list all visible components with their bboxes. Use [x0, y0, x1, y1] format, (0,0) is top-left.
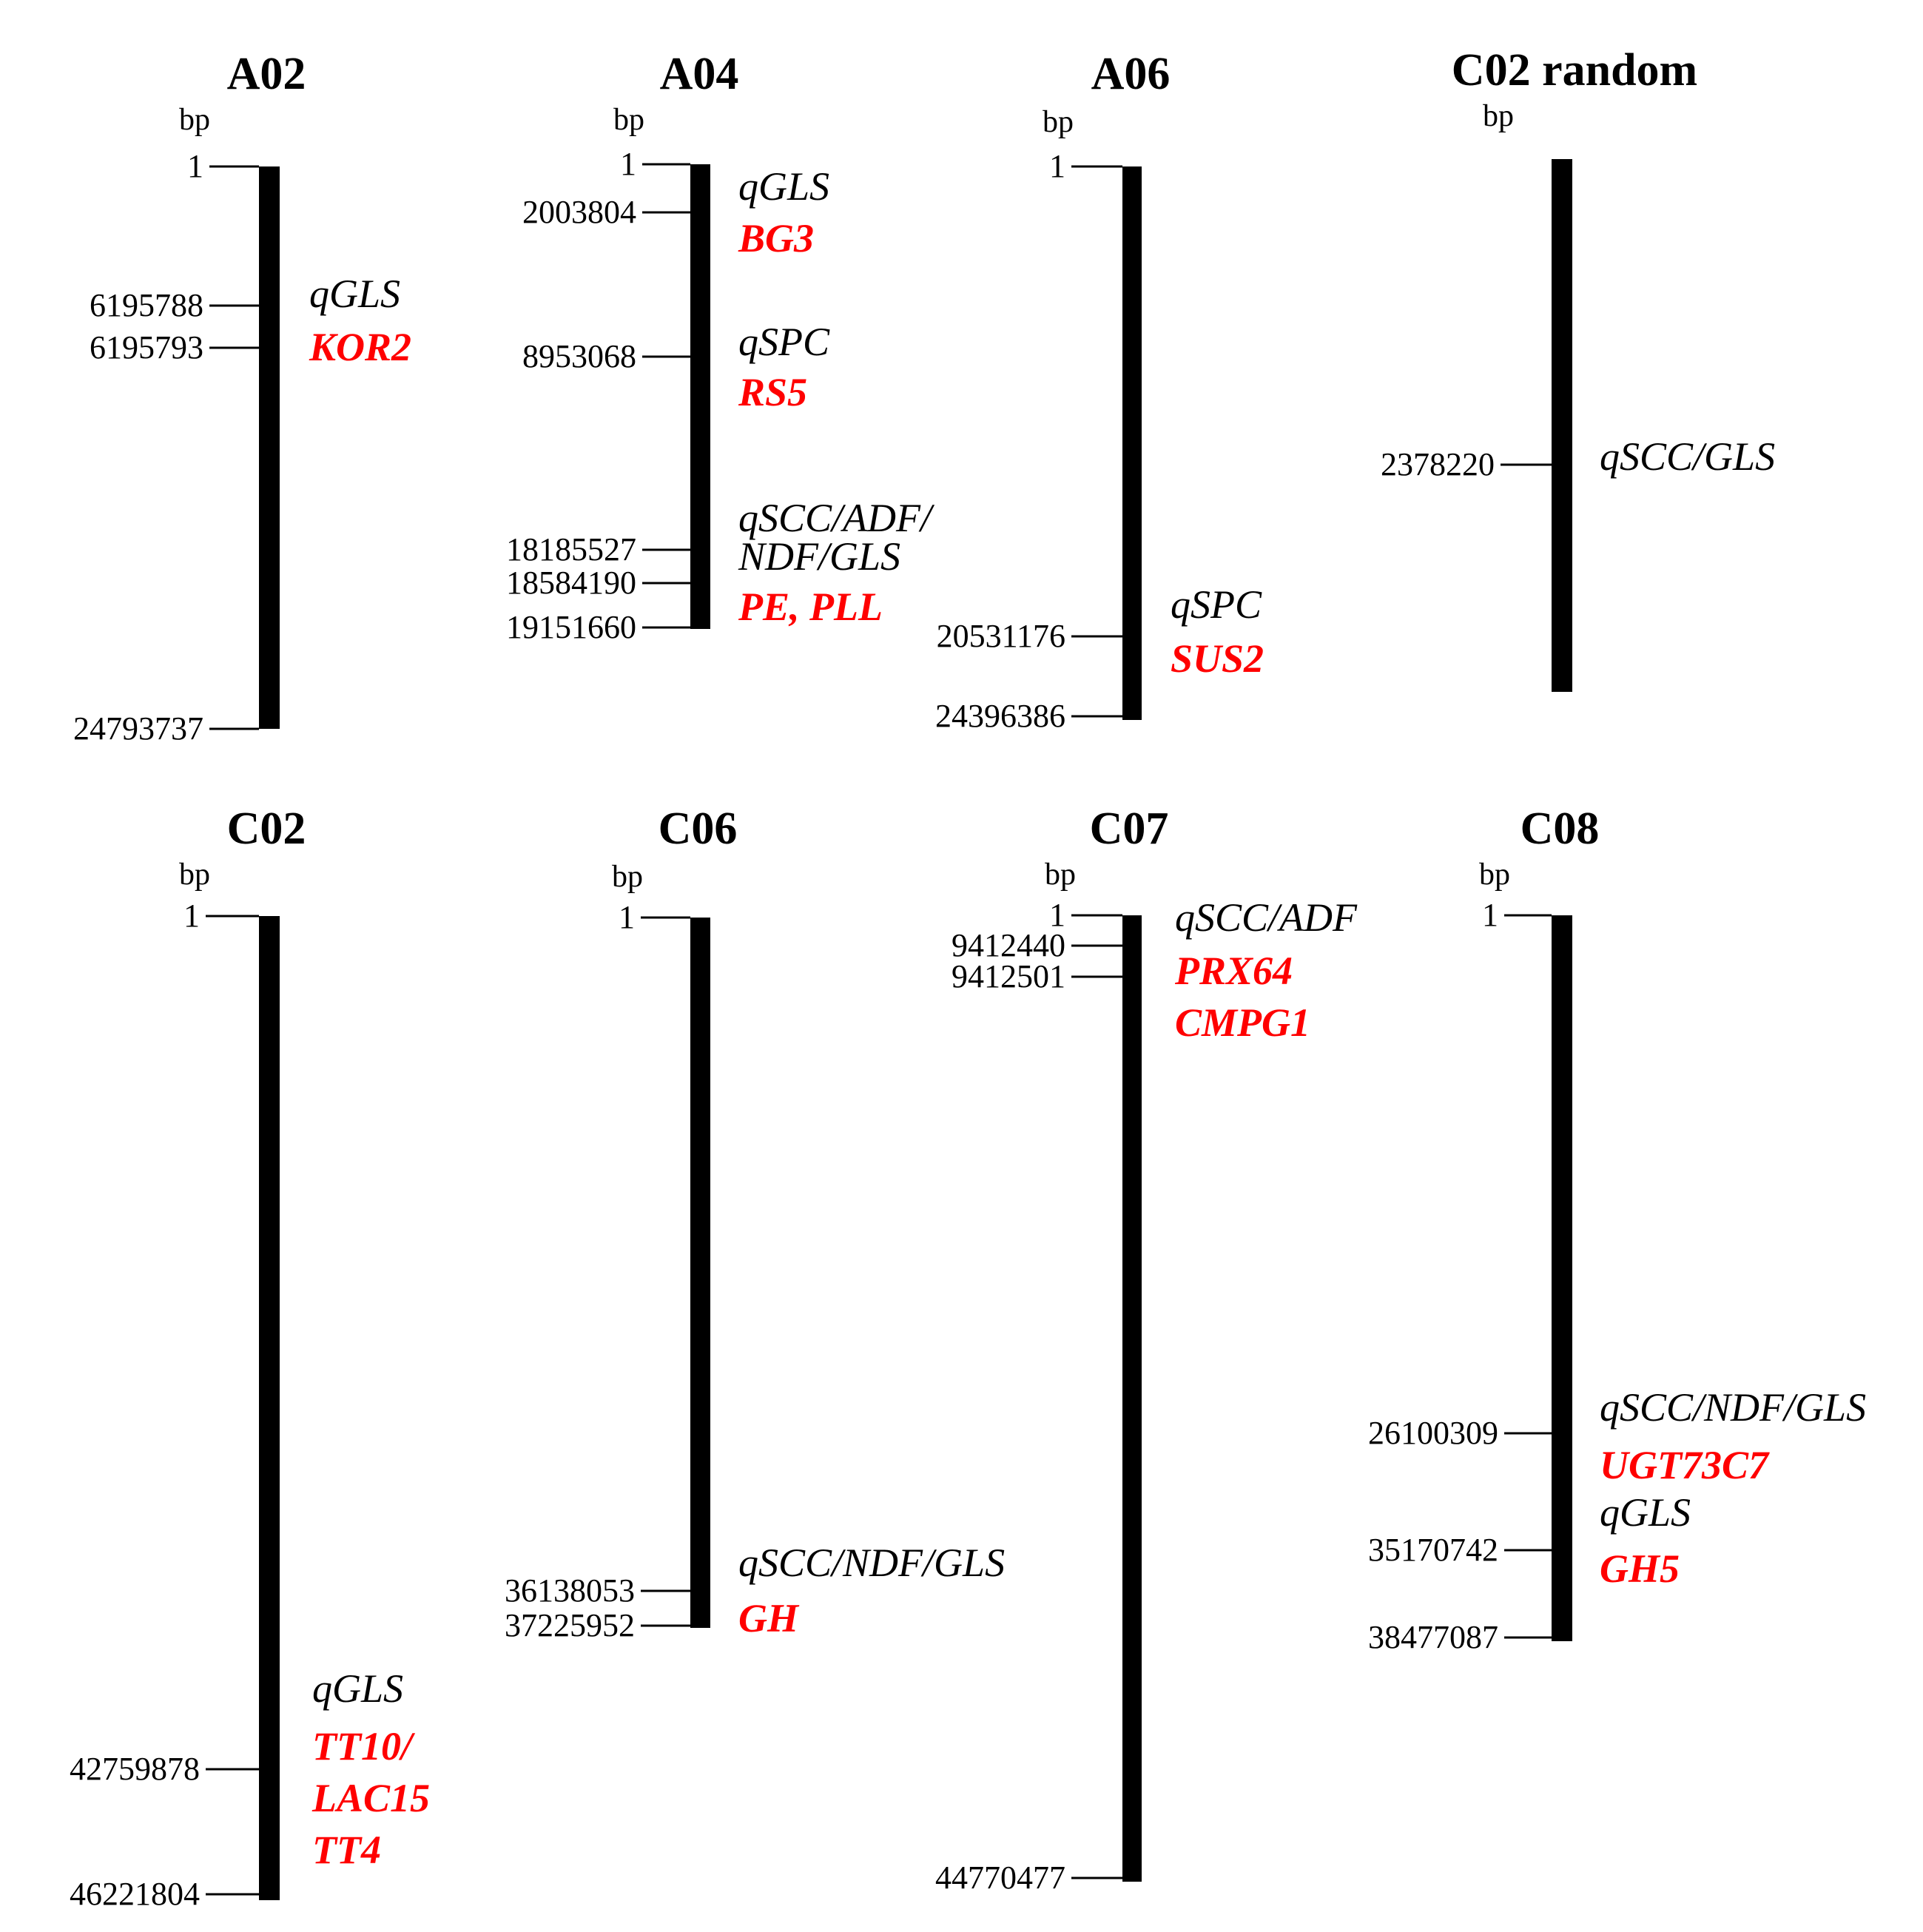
unit-label-c02: bp	[179, 858, 210, 892]
gene-label-c08-gh5: GH5	[1600, 1546, 1680, 1591]
qtl-label-c08-qscc-ndf-gls: qSCC/NDF/GLS	[1600, 1385, 1866, 1430]
marker-label-c07-9412440: 9412440	[952, 927, 1065, 963]
gene-label-c06-gh: GH	[738, 1596, 800, 1640]
gene-label-c08-ugt73c7: UGT73C7	[1600, 1443, 1770, 1487]
qtl-label-a04-qgls: qGLS	[738, 164, 829, 209]
marker-label-c07-9412501: 9412501	[952, 958, 1065, 994]
marker-label-a06-20531176: 20531176	[937, 618, 1065, 654]
chromosome-title-c02: C02	[227, 804, 306, 854]
unit-label-c08: bp	[1479, 858, 1510, 892]
qtl-label-c07-qscc-adf: qSCC/ADF	[1175, 895, 1358, 940]
marker-label-c06-37225952: 37225952	[505, 1607, 635, 1643]
gene-label-c02-tt4: TT4	[312, 1828, 381, 1872]
chromosome-title-a06: A06	[1091, 49, 1171, 99]
gene-label-c02-lac15: LAC15	[311, 1776, 430, 1820]
marker-label-a04-1: 1	[620, 146, 636, 182]
marker-label-c07-44770477: 44770477	[935, 1859, 1065, 1896]
unit-label-a02: bp	[179, 103, 210, 137]
marker-label-c02-1: 1	[183, 898, 200, 934]
marker-label-c02-42759878: 42759878	[70, 1751, 200, 1787]
marker-label-a04-18185527: 18185527	[506, 531, 636, 568]
chromosome-bar-c02-random	[1552, 159, 1572, 692]
chromosome-bar-c06	[690, 918, 710, 1628]
marker-label-a04-19151660: 19151660	[506, 609, 636, 645]
marker-label-a06-24396386: 24396386	[935, 698, 1065, 734]
gene-label-a04-bg3: BG3	[738, 216, 814, 260]
marker-label-a06-1: 1	[1049, 148, 1065, 184]
gene-label-a02-kor2: KOR2	[309, 325, 411, 369]
gene-label-c02-tt10: TT10/	[312, 1724, 416, 1768]
marker-label-c06-1: 1	[619, 899, 635, 935]
qtl-label-c06-qscc-ndf-gls: qSCC/NDF/GLS	[738, 1541, 1005, 1585]
qtl-label-a02-qgls: qGLS	[309, 272, 400, 316]
marker-label-c06-36138053: 36138053	[505, 1572, 635, 1609]
marker-label-c02-random-2378220: 2378220	[1381, 446, 1495, 482]
qtl-label-c02-qgls: qGLS	[312, 1666, 403, 1711]
chromosome-bar-a02	[259, 166, 280, 729]
unit-label-c07: bp	[1045, 858, 1076, 892]
marker-label-a04-8953068: 8953068	[522, 338, 636, 374]
chromosome-title-c08: C08	[1520, 804, 1600, 854]
qtl-label-c02-random-qscc-gls: qSCC/GLS	[1600, 434, 1775, 479]
chromosome-bar-c07	[1122, 915, 1142, 1882]
qtl-label-a06-qspc: qSPC	[1171, 582, 1262, 627]
marker-label-c02-46221804: 46221804	[70, 1876, 200, 1912]
qtl-label-a04-qspc: qSPC	[738, 320, 830, 364]
chromosome-title-a02: A02	[227, 49, 306, 99]
qtl-label-a04-qscc-adf: qSCC/ADF/	[738, 496, 935, 540]
qtl-label-c08-qgls: qGLS	[1600, 1490, 1691, 1535]
gene-label-c07-cmpg1: CMPG1	[1175, 1000, 1310, 1045]
gene-label-c07-prx64: PRX64	[1174, 949, 1293, 993]
chromosome-bar-c02	[259, 916, 280, 1900]
marker-label-c08-38477087: 38477087	[1368, 1619, 1498, 1655]
marker-label-a02-1: 1	[187, 148, 203, 184]
gene-label-a06-sus2: SUS2	[1171, 636, 1264, 681]
unit-label-a04: bp	[613, 103, 644, 137]
unit-label-c02-random: bp	[1483, 99, 1514, 133]
qtl-label-a04-ndf-gls: NDF/GLS	[738, 534, 900, 579]
chromosome-bar-c08	[1552, 915, 1572, 1641]
unit-label-a06: bp	[1043, 105, 1074, 139]
unit-label-c06: bp	[612, 860, 643, 894]
chromosome-title-a04: A04	[660, 49, 739, 99]
gene-label-a04-rs5: RS5	[738, 370, 807, 414]
chromosome-bar-a06	[1122, 166, 1142, 720]
marker-label-a04-18584190: 18584190	[506, 565, 636, 601]
marker-label-a02-24793737: 24793737	[73, 710, 203, 747]
marker-label-c08-35170742: 35170742	[1368, 1532, 1498, 1568]
marker-label-c07-1: 1	[1049, 897, 1065, 933]
chromosome-title-c02-random: C02 random	[1452, 45, 1697, 95]
gene-label-a04-pe-pll: PE, PLL	[738, 585, 883, 629]
marker-label-c08-1: 1	[1482, 897, 1498, 933]
marker-label-a02-6195788: 6195788	[90, 287, 203, 323]
chromosome-bar-a04	[690, 164, 710, 629]
marker-label-a02-6195793: 6195793	[90, 329, 203, 366]
marker-label-a04-2003804: 2003804	[522, 194, 636, 230]
marker-label-c08-26100309: 26100309	[1368, 1415, 1498, 1451]
chromosome-title-c07: C07	[1090, 804, 1169, 854]
chromosome-title-c06: C06	[659, 804, 738, 854]
